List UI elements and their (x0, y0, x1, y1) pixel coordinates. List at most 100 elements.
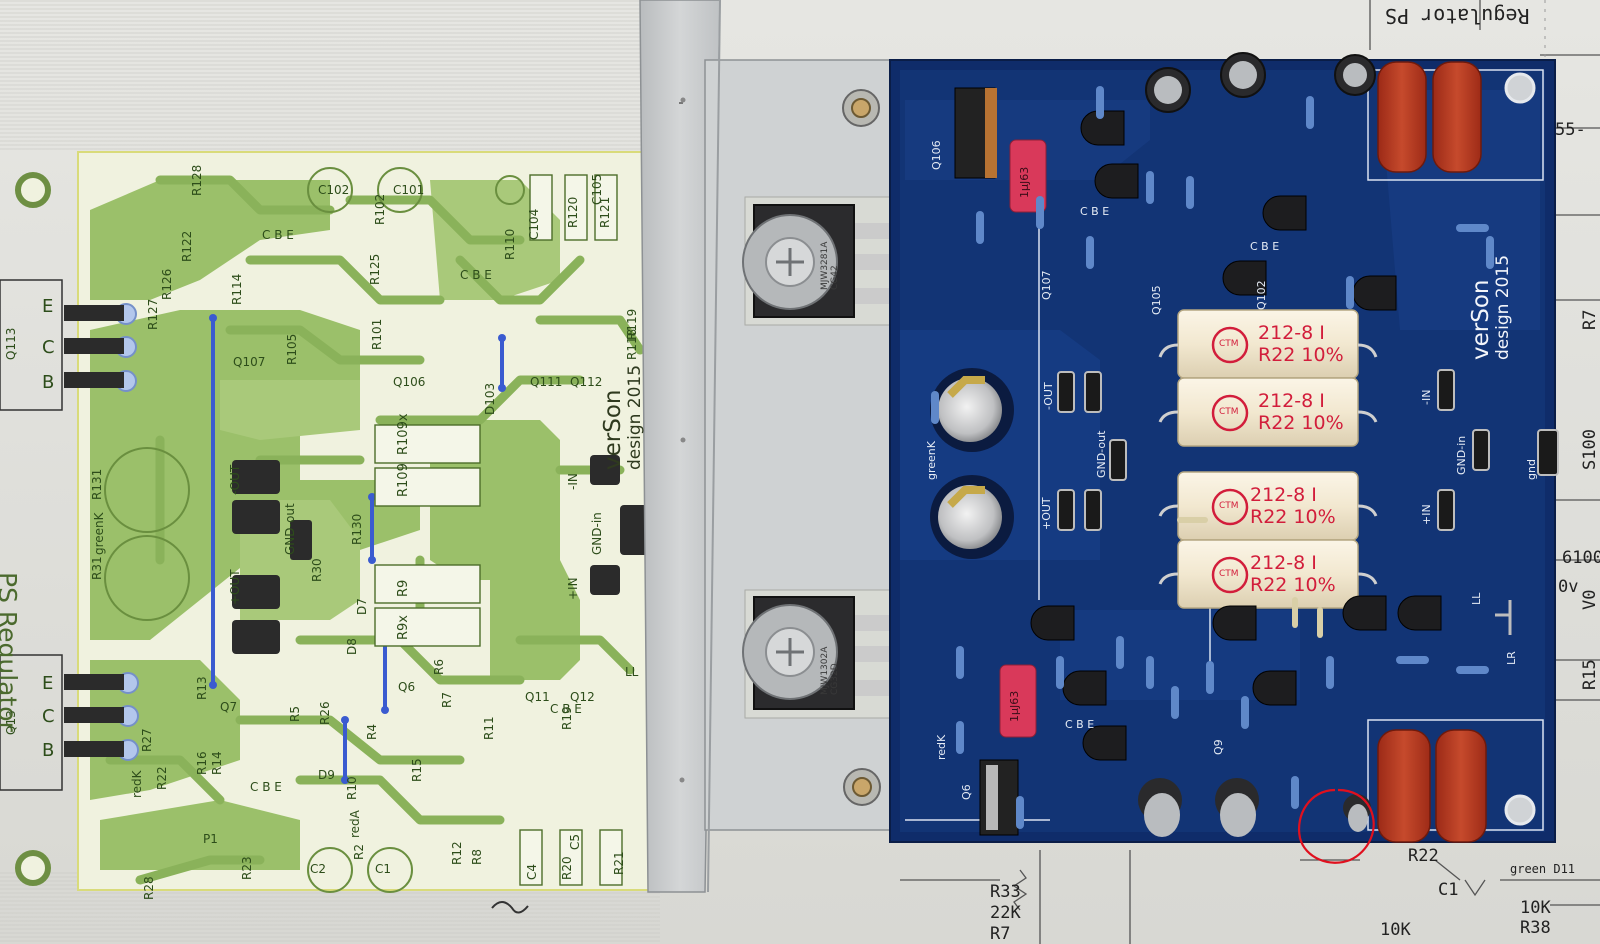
ref-c2: C2 (310, 862, 327, 876)
power-resistor-1-line1: 212-8 I (1258, 322, 1325, 344)
schematic-ref-6100: 6100 (1562, 548, 1600, 568)
silk-cbe-2: C B E (1250, 240, 1280, 253)
ref-r15: R15 (410, 758, 424, 782)
ref-r127: R127 (146, 298, 160, 330)
ref-r125: R125 (368, 253, 382, 285)
ref-cbe-4: C B E (550, 702, 582, 716)
silk-in-neg: -IN (1420, 389, 1433, 405)
ref-r22: R22 (155, 766, 169, 790)
ref-c101: C101 (393, 183, 425, 197)
transistor-bottom-marking: MJW1302A CG32D (820, 647, 840, 695)
ref-r120: R120 (566, 196, 580, 228)
ref-q111: Q111 (530, 375, 563, 389)
schematic-edge-r15: R15 (1580, 659, 1600, 690)
ref-r110: R110 (503, 228, 517, 260)
ref-q6: Q6 (398, 680, 416, 694)
silk-greenk: greenK (925, 441, 938, 480)
pcb-brand-line1: verSon (1468, 279, 1494, 360)
ref-r101: R101 (370, 318, 384, 350)
silk-out-neg: -OUT (1042, 382, 1055, 410)
schematic-ref-green-d11: green D11 (1510, 862, 1576, 876)
ref-c1: C1 (375, 862, 392, 876)
schematic-edge-r7: R7 (1580, 309, 1600, 330)
ref-r14: R14 (210, 751, 224, 775)
ref-r6: R6 (432, 659, 446, 675)
power-resistor-1: 212-8 I R22 10% (1258, 322, 1344, 366)
silk-q106: Q106 (930, 140, 943, 170)
ref-q13: Q13 (4, 710, 18, 735)
ref-c104: C104 (527, 208, 541, 240)
schematic-edge-v0: V0 (1580, 589, 1600, 610)
green-brand-line1: verSon (600, 389, 626, 470)
ref-cbe-3: C B E (250, 780, 282, 794)
red-annotation-circle (1297, 788, 1375, 864)
ref-r23: R23 (240, 856, 254, 880)
silk-out-pos: +OUT (1040, 497, 1053, 530)
ref-greenk: greenK (92, 512, 106, 555)
ref-r13: R13 (195, 676, 209, 700)
ref-r109: R109 (396, 463, 411, 497)
ref-r11: R11 (482, 716, 496, 740)
schematic-ref-10k-b: 10K (1380, 920, 1411, 940)
power-resistor-4-line1: 212-8 I (1250, 552, 1317, 574)
ref-in-neg: -IN (566, 473, 580, 490)
heatsink (639, 0, 905, 893)
ref-c-bottom: C (42, 706, 55, 727)
ref-r119: R119 (625, 308, 639, 340)
ref-r31: R31 (90, 556, 104, 580)
ref-d9: D9 (318, 768, 335, 782)
ref-r30: R30 (310, 558, 324, 582)
ref-r7: R7 (440, 692, 454, 708)
film-cap-bottom-label: 1µJ63 (1008, 690, 1021, 722)
ref-e-top: E (42, 296, 54, 317)
ref-r26: R26 (318, 701, 332, 725)
schematic-edge-s100: S100 (1580, 429, 1600, 470)
ref-r9x: R9x (396, 615, 411, 640)
silk-q102: Q102 (1255, 280, 1268, 310)
schematic-ref-22k: 22K (990, 903, 1021, 923)
power-resistor-3-line1: 212-8 I (1250, 484, 1317, 506)
ref-d8: D8 (345, 638, 359, 655)
silk-ll: LL (1470, 592, 1483, 605)
ref-r10: R10 (345, 776, 359, 800)
silk-gnd-in: GND-in (1455, 435, 1468, 475)
ref-q12: Q12 (570, 690, 595, 704)
transistor-bottom-line1: MJW1302A (820, 646, 830, 695)
ref-ll: LL (625, 665, 639, 679)
power-resistor-3: 212-8 I R22 10% (1250, 484, 1336, 528)
schematic-ref-10k-a: 10K (1520, 898, 1551, 918)
ref-r131: R131 (90, 468, 104, 500)
ref-r20: R20 (560, 856, 574, 880)
transistor-top-marking: MJW3281A CG42 (820, 242, 840, 290)
transistor-top-line1: MJW3281A (820, 241, 830, 290)
ref-r27: R27 (140, 728, 154, 752)
ref-out-pos: +OUT (228, 569, 242, 605)
ref-r28: R28 (142, 876, 156, 900)
ref-cbe-1: C B E (262, 228, 294, 242)
ref-d7: D7 (355, 598, 369, 615)
film-cap-top-label: 1µJ63 (1018, 166, 1031, 198)
schematic-ref-55: 55- (1555, 120, 1586, 140)
ctm-logo-1: CTM (1219, 339, 1239, 349)
ref-gnd-in: GND-in (590, 512, 604, 555)
silk-cbe-1: C B E (1080, 205, 1110, 218)
ref-c4: C4 (525, 863, 539, 880)
green-pcb-print (0, 151, 669, 893)
green-brand-line2: design 2015 (625, 364, 645, 470)
silk-in-pos: +IN (1420, 504, 1433, 525)
ref-in-pos: +IN (566, 577, 580, 600)
ref-r102: R102 (373, 193, 387, 225)
ref-r109x: R109x (396, 413, 411, 455)
ref-r5: R5 (288, 706, 302, 722)
ref-reda: redA (348, 810, 362, 838)
ref-d103: D103 (483, 382, 497, 415)
ref-r105: R105 (285, 333, 299, 365)
power-resistor-4-line2: R22 10% (1250, 574, 1336, 596)
power-resistor-2-line1: 212-8 I (1258, 390, 1325, 412)
ref-r8: R8 (470, 849, 484, 865)
schematic-ref-0v: 0v (1558, 577, 1579, 597)
schematic-ref-r7: R7 (990, 924, 1011, 944)
pcb-brand: verSon design 2015 (1468, 255, 1514, 360)
ref-q107: Q107 (233, 355, 266, 369)
